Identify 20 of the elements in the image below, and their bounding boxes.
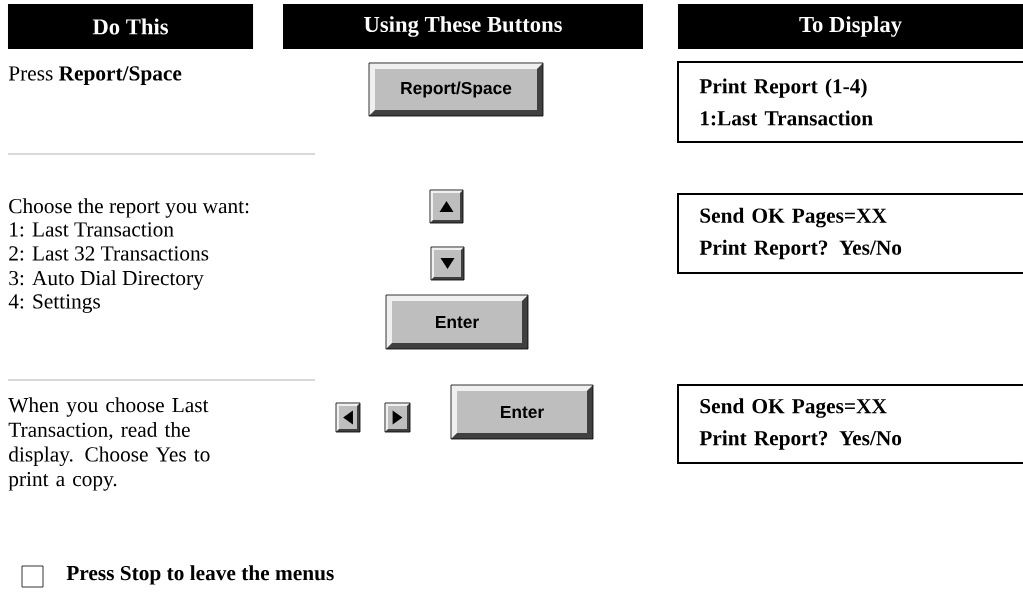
display-box: Send OK Pages=XX Print Report? Yes/No — [677, 193, 1023, 274]
column-header: Do This — [7, 3, 254, 50]
button: Enter — [450, 384, 594, 440]
arrow-button — [335, 402, 361, 433]
instruction-text: 1: Last Transaction — [10, 222, 174, 237]
instruction-text: 3: Auto Dial Directory — [9, 270, 204, 290]
note-text: Press Stop to leave the menus — [66, 565, 334, 585]
arrow-button — [384, 402, 411, 433]
arrow-button — [429, 189, 464, 224]
display-box: Send OK Pages=XX Print Report? Yes/No — [677, 384, 1023, 464]
button: Enter — [385, 294, 529, 350]
display-box: Print Report (1-4) 1:Last Transaction — [677, 61, 1023, 143]
column-header: To Display — [678, 3, 1023, 50]
instruction-text: 2: Last 32 Transactions — [9, 246, 209, 261]
column-header: Using These Buttons — [283, 3, 643, 50]
button: Report/Space — [368, 62, 544, 117]
instruction-text: When you choose Last Transaction, read the display. Choose Yes to print a copy. — [8, 397, 210, 491]
arrow-button — [430, 246, 465, 281]
instruction-text: Choose the report you want: — [9, 198, 249, 218]
instruction-text: 4: Settings — [8, 294, 100, 313]
